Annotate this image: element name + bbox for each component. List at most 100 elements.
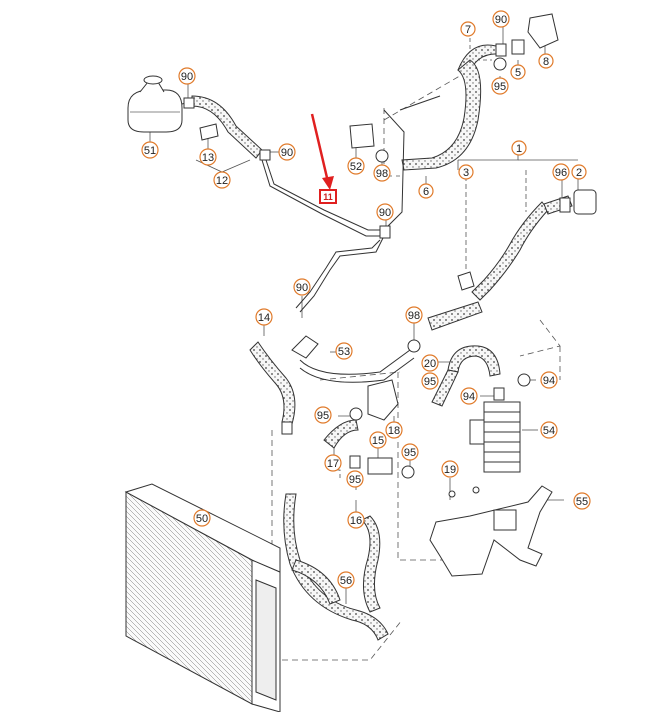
hose-17	[323, 419, 359, 449]
bracket	[429, 485, 553, 577]
radiator	[124, 483, 281, 712]
hose-56-lower	[291, 559, 341, 605]
callout-17: 17	[324, 454, 342, 472]
callout-label: 56	[340, 575, 352, 587]
callout-label: 2	[576, 167, 582, 179]
callout-label: 98	[408, 310, 420, 322]
callout-51: 51	[141, 141, 159, 159]
callout-label: 90	[379, 207, 391, 219]
callout-circle	[376, 203, 394, 221]
callout-circle	[405, 306, 423, 324]
callout-circle	[540, 421, 558, 439]
callout-90: 90	[376, 203, 394, 221]
callout-90: 90	[293, 278, 311, 296]
callout-label: 50	[196, 513, 208, 525]
callout-circle	[335, 342, 353, 360]
callout-label: 5	[515, 67, 521, 79]
callout-3: 3	[458, 164, 474, 180]
hose-20-lower	[431, 369, 459, 407]
callout-90: 90	[278, 143, 296, 161]
callout-6: 6	[418, 183, 434, 199]
callout-label: 12	[216, 175, 228, 187]
callout-label: 15	[372, 435, 384, 447]
callout-54: 54	[540, 421, 558, 439]
callout-circle	[460, 21, 476, 37]
hoses	[191, 44, 573, 641]
callout-90: 90	[492, 10, 510, 28]
callout-label: 54	[543, 425, 555, 437]
callout-1: 1	[511, 140, 527, 156]
callout-90: 90	[178, 67, 196, 85]
callout-5: 5	[510, 64, 526, 80]
callout-16: 16	[347, 511, 365, 529]
callout-label: 20	[424, 358, 436, 370]
callout-98: 98	[373, 164, 391, 182]
callout-circle	[538, 53, 554, 69]
callout-circle	[337, 571, 355, 589]
hose-20	[447, 345, 501, 377]
callout-94: 94	[540, 371, 558, 389]
callout-label: 95	[317, 410, 329, 422]
callout-label: 95	[494, 81, 506, 93]
callout-label: 3	[463, 167, 469, 179]
callout-label: 94	[543, 375, 555, 387]
callout-circle	[373, 164, 391, 182]
callout-15: 15	[369, 431, 387, 449]
callout-label: 51	[144, 145, 156, 157]
callout-circle	[293, 278, 311, 296]
callout-label: 7	[465, 24, 471, 36]
callout-95: 95	[314, 406, 332, 424]
callout-8: 8	[538, 53, 554, 69]
callout-circle	[213, 171, 231, 189]
callout-19: 19	[441, 460, 459, 478]
callout-label: 6	[423, 186, 429, 198]
callout-circle	[418, 183, 434, 199]
callout-20: 20	[421, 354, 439, 372]
callout-circle	[511, 140, 527, 156]
rigid-pipes	[261, 95, 441, 383]
callout-55: 55	[573, 492, 591, 510]
callout-circle	[421, 354, 439, 372]
hose-2	[471, 201, 549, 301]
hose-upper-left	[191, 95, 263, 159]
callout-label: 19	[444, 464, 456, 476]
hose-56-branch	[361, 515, 381, 613]
callout-7: 7	[460, 21, 476, 37]
callout-label: 1	[516, 143, 522, 155]
callout-circle	[421, 372, 439, 390]
oil-cooler	[469, 401, 521, 473]
expansion-tank	[127, 75, 197, 133]
callout-circle	[178, 67, 196, 85]
callout-label: 90	[495, 14, 507, 26]
hose-56-upper	[283, 493, 389, 641]
highlight-marker-box	[319, 189, 337, 204]
callout-label: 17	[327, 458, 339, 470]
callout-94: 94	[460, 387, 478, 405]
callout-95: 95	[491, 77, 509, 95]
callout-circle	[401, 443, 419, 461]
callout-circle	[552, 163, 570, 181]
callout-2: 2	[571, 164, 587, 180]
callout-circle	[385, 421, 403, 439]
callout-circle	[571, 164, 587, 180]
callout-label: 95	[424, 376, 436, 388]
callout-circle	[346, 470, 364, 488]
hose-6	[401, 59, 482, 171]
callout-circle	[458, 164, 474, 180]
callout-circle	[510, 64, 526, 80]
callout-circle	[347, 157, 365, 175]
callout-circle	[491, 77, 509, 95]
callout-label: 52	[350, 161, 362, 173]
callout-circle	[573, 492, 591, 510]
callout-label: 8	[543, 56, 549, 68]
callout-circle	[460, 387, 478, 405]
highlight-marker-label: 11	[323, 192, 333, 202]
callout-96: 96	[552, 163, 570, 181]
hose-14	[249, 341, 296, 425]
callout-label: 96	[555, 167, 567, 179]
callout-circle	[314, 406, 332, 424]
callout-label: 90	[281, 147, 293, 159]
callout-circle	[492, 10, 510, 28]
